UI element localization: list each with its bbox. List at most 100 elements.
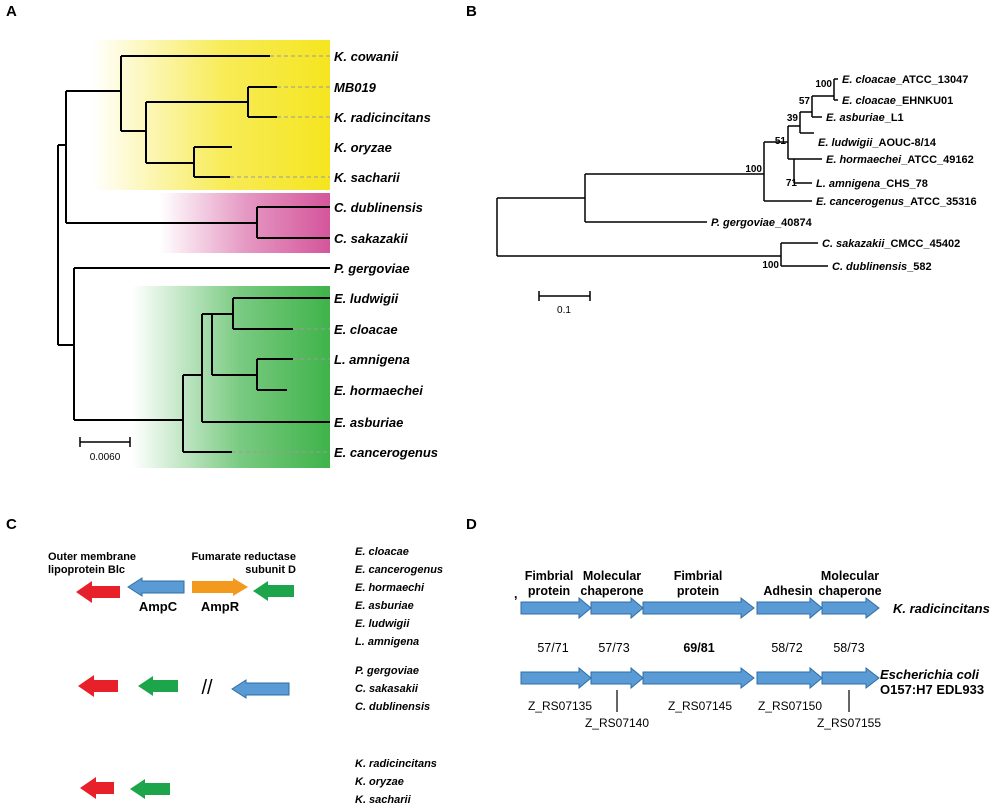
- ampc-label: AmpC: [139, 599, 178, 614]
- ampr-label: AmpR: [201, 599, 240, 614]
- species-d-bottom-2: O157:H7 EDL933: [880, 682, 984, 697]
- identity-3: 69/81: [683, 641, 714, 655]
- taxon-b-7: E. cancerogenus_ATCC_35316: [816, 196, 977, 208]
- species-group-1: E. cloacae E. cancerogenus E. hormaechi …: [355, 546, 443, 648]
- panel-b: B: [466, 3, 977, 316]
- fumarate-label-2: subunit D: [245, 564, 296, 576]
- panel-d: D Fimbrial protein Molecular chaperone F…: [466, 516, 990, 730]
- taxon-a-12: E. hormaechei: [334, 383, 423, 398]
- species-d-top: K. radicincitans: [893, 601, 990, 616]
- panel-c: C Outer membrane lipoprotein Blc Fumarat…: [6, 516, 443, 806]
- taxon-a-1: K. cowanii: [334, 49, 399, 64]
- taxon-a-14: E. cancerogenus: [334, 445, 438, 460]
- species-group-2: P. gergoviae C. sakasakii C. dublinensis: [355, 665, 430, 713]
- tree-b-branches: [496, 78, 838, 267]
- taxon-b-3: E. asburiae_L1: [826, 112, 904, 124]
- gene-3-line2: protein: [677, 584, 719, 598]
- scale-bar-b: 0.1: [538, 291, 591, 316]
- scale-label-b: 0.1: [557, 305, 571, 316]
- species-c-2: E. cancerogenus: [355, 564, 443, 576]
- gene-5-line1: Molecular: [821, 569, 879, 583]
- panel-b-label: B: [466, 3, 477, 20]
- taxon-a-6: C. dublinensis: [334, 200, 423, 215]
- fumarate-label-1: Fumarate reductase: [191, 551, 296, 563]
- gene-1-line1: Fimbrial: [525, 569, 574, 583]
- gene-2-line1: Molecular: [583, 569, 641, 583]
- taxon-a-7: C. sakazakii: [334, 231, 408, 246]
- gene-1-line2: protein: [528, 584, 570, 598]
- kosakonia-highlight: [92, 40, 330, 190]
- panel-a: A: [6, 3, 438, 468]
- panel-d-label: D: [466, 516, 477, 533]
- blc-arrow-2: [78, 675, 118, 697]
- species-c-4: E. asburiae: [355, 600, 414, 612]
- species-group-3: K. radicincitans K. oryzae K. sacharii: [355, 758, 437, 806]
- locus-3: Z_RS07145: [668, 699, 732, 713]
- taxon-b-9: C. sakazakii_CMCC_45402: [822, 238, 960, 250]
- identity-4: 58/72: [771, 641, 802, 655]
- gene-3-line1: Fimbrial: [674, 569, 723, 583]
- species-c-6: L. amnigena: [355, 636, 419, 648]
- tree-b-bootstrap: 100 57 39 51 100 71 100: [745, 79, 832, 271]
- scale-label-a: 0.0060: [90, 452, 121, 463]
- identity-5: 58/73: [833, 641, 864, 655]
- blc-arrow-3: [80, 777, 114, 799]
- tree-a-tips: K. cowanii MB019 K. radicincitans K. ory…: [334, 49, 438, 460]
- identity-2: 57/73: [598, 641, 629, 655]
- taxon-a-3: K. radicincitans: [334, 110, 431, 125]
- species-d-bottom-1: Escherichia coli: [880, 667, 979, 682]
- taxon-b-10: C. dublinensis_582: [832, 261, 932, 273]
- operon-bottom: [520, 666, 880, 690]
- outer-membrane-label-1: Outer membrane: [48, 551, 136, 563]
- taxon-b-5: E. hormaechei_ATCC_49162: [826, 154, 974, 166]
- ampc-arrow: [127, 577, 185, 597]
- species-c-11: K. oryzae: [355, 776, 404, 788]
- taxon-a-9: E. ludwigii: [334, 291, 399, 306]
- taxon-b-8: P. gergoviae_40874: [711, 217, 813, 229]
- bootstrap-b-1: 100: [815, 79, 832, 90]
- frdd-arrow-2: [138, 676, 178, 696]
- ampc-arrow-2: [231, 679, 290, 699]
- species-c-10: K. radicincitans: [355, 758, 437, 770]
- enterobacter-highlight: [132, 286, 330, 468]
- species-c-12: K. sacharii: [355, 794, 412, 806]
- taxon-b-6: L. amnigena_CHS_78: [816, 178, 928, 190]
- locus-5: Z_RS07155: [817, 716, 881, 730]
- locus-1: Z_RS07135: [528, 699, 592, 713]
- frdd-arrow-3: [130, 779, 170, 799]
- species-c-3: E. hormaechi: [355, 582, 425, 594]
- identity-1: 57/71: [537, 641, 568, 655]
- locus-tags: Z_RS07135 Z_RS07140 Z_RS07145 Z_RS07150 …: [528, 699, 881, 730]
- locus-ticks: [616, 690, 850, 712]
- taxon-a-2: MB019: [334, 80, 377, 95]
- sequence-break-mark: //: [201, 677, 213, 699]
- taxon-a-8: P. gergoviae: [334, 261, 410, 276]
- bootstrap-b-5: 100: [745, 164, 762, 175]
- taxon-b-1: E. cloacae_ATCC_13047: [842, 74, 968, 86]
- bootstrap-b-4: 51: [775, 136, 787, 147]
- tree-b-tips: E. cloacae_ATCC_13047 E. cloacae_EHNKU01…: [711, 74, 977, 273]
- taxon-a-5: K. sacharii: [334, 170, 400, 185]
- taxon-b-4: E. ludwigii_AOUC-8/14: [818, 137, 937, 149]
- taxon-a-4: K. oryzae: [334, 140, 392, 155]
- taxon-a-10: E. cloacae: [334, 322, 398, 337]
- outer-membrane-label-2: lipoprotein Blc: [48, 564, 125, 576]
- ampr-arrow: [192, 578, 248, 596]
- gene-2-line2: chaperone: [580, 584, 643, 598]
- taxon-b-2: E. cloacae_EHNKU01: [842, 95, 953, 107]
- gene-4-line2: Adhesin: [763, 584, 812, 598]
- species-c-7: P. gergoviae: [355, 665, 419, 677]
- operon-top: [520, 596, 880, 620]
- locus-4: Z_RS07150: [758, 699, 822, 713]
- bootstrap-b-3: 39: [787, 113, 799, 124]
- bootstrap-b-2: 57: [799, 96, 811, 107]
- panel-c-label: C: [6, 516, 17, 533]
- taxon-a-13: E. asburiae: [334, 415, 403, 430]
- species-c-1: E. cloacae: [355, 546, 409, 558]
- species-c-5: E. ludwigii: [355, 618, 410, 630]
- locus-2: Z_RS07140: [585, 716, 649, 730]
- taxon-a-11: L. amnigena: [334, 352, 410, 367]
- frdd-arrow-1: [253, 581, 294, 601]
- identity-values: 57/71 57/73 69/81 58/72 58/73: [537, 641, 864, 655]
